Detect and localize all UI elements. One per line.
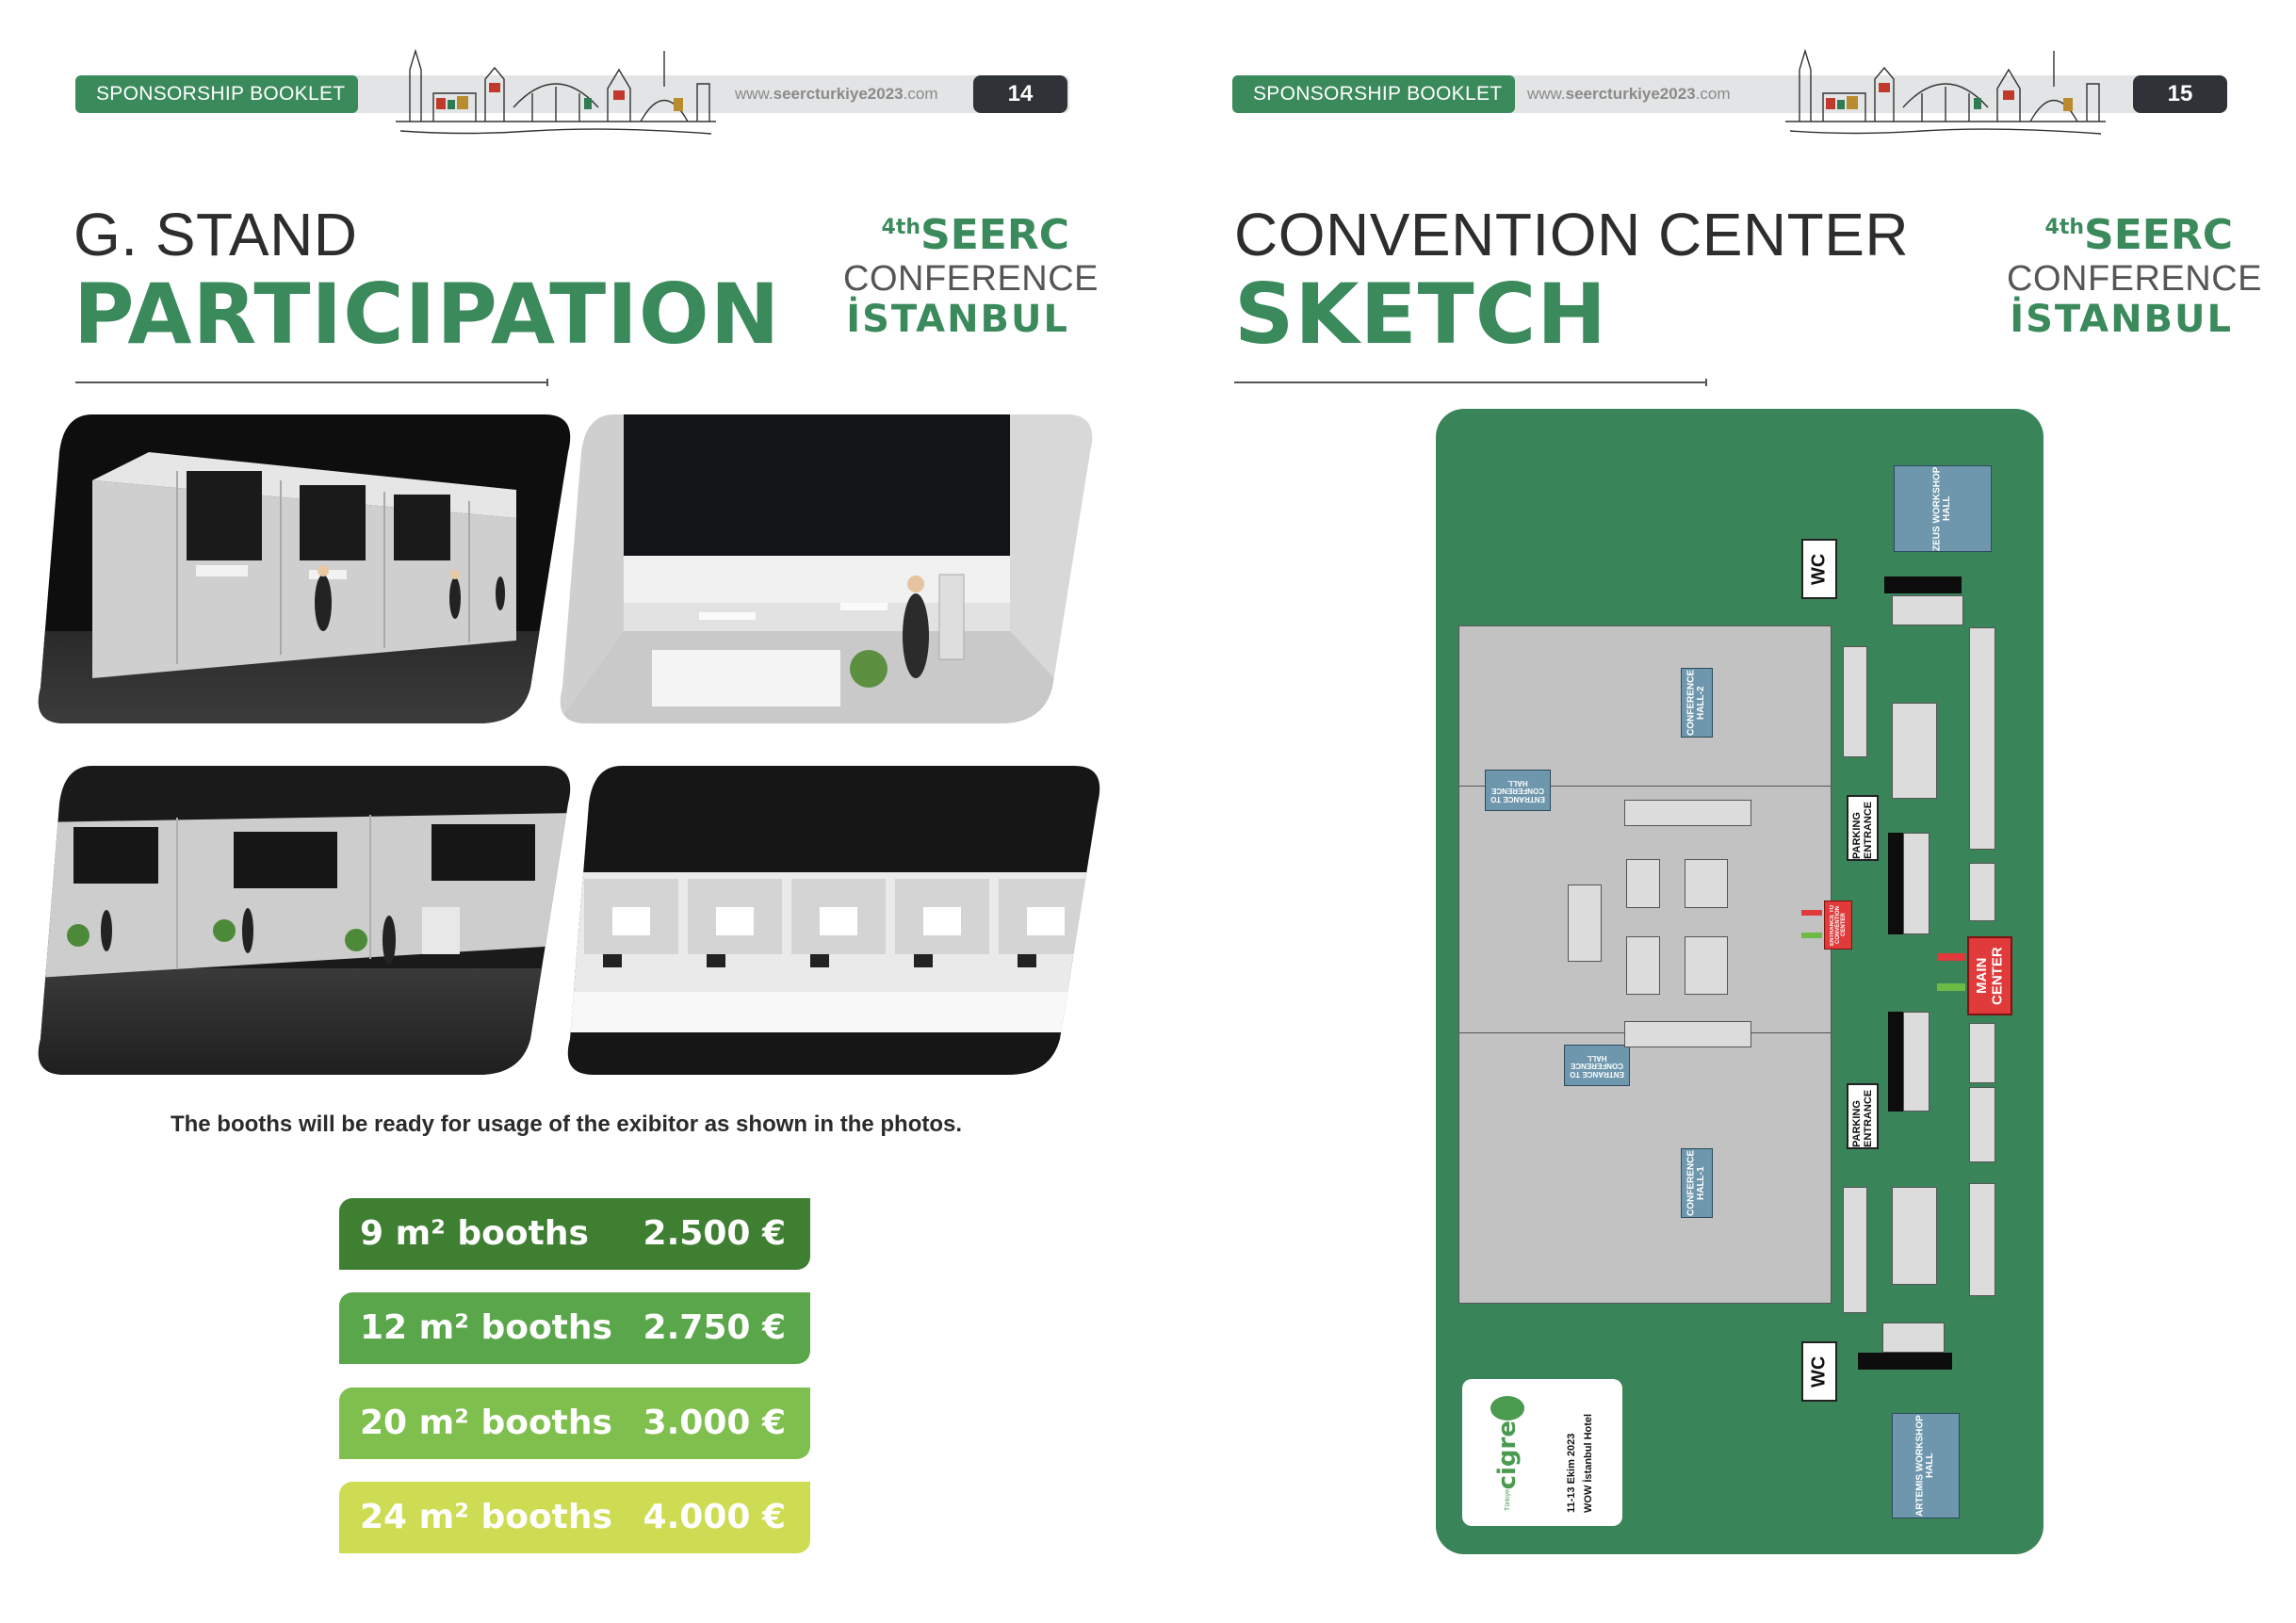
title-divider [75,379,548,386]
page-number: 15 [2133,75,2227,113]
event-date: 11-13 Ekim 2023 [1566,1433,1577,1513]
section-title-line2: PARTICIPATION [73,266,781,363]
title-divider [1234,379,1707,386]
leaf-icon [1490,1396,1524,1420]
artemis-workshop-hall: ARTEMIS WORKSHOP HALL [1892,1413,1960,1518]
section-title-line1: G. STAND [73,201,358,268]
section-title-line2: SKETCH [1234,266,1607,363]
booth-block [1892,1187,1937,1285]
event-venue: WOW İstanbul Hotel [1583,1413,1594,1513]
booth-photo-2 [558,414,1097,723]
conference-hall-1-label: CONFERENCE HALL-1 [1681,1148,1713,1218]
booth-row-bottom [1624,1021,1751,1047]
istanbul-skyline-illustration [396,48,716,135]
conference-hall-2-label: CONFERENCE HALL-2 [1681,668,1713,738]
foyer-table [1626,859,1660,908]
page-number: 14 [973,75,1067,113]
booth-row-top [1624,800,1751,826]
istanbul-skyline-illustration [1785,48,2106,135]
booklet-label: SPONSORSHIP BOOKLET [1232,75,1515,113]
booth-column [1969,863,1995,921]
right-page: SPONSORSHIP BOOKLET www.seercturkiye2023… [1148,0,2295,1623]
booth-pair [1882,1323,1945,1353]
foyer-table [1685,859,1728,908]
website-url[interactable]: www.seercturkiye2023.com [735,85,938,103]
booth-column [1843,1187,1867,1313]
seerc-logo: 4thSEERC CONFERENCE İSTANBUL [2007,211,2263,341]
wc-bottom-sign: WC [1801,1341,1837,1402]
stand-black [1884,576,1962,593]
booth-column [1969,1023,1995,1083]
red-arrow-icon [1801,910,1822,916]
red-arrow-icon [1937,953,1965,961]
foyer-table [1626,936,1660,995]
booth-photo-1 [36,414,573,723]
booth-column [1843,646,1867,757]
booth-column [1969,627,1995,850]
parking-entrance-top: PARKING ENTRANCE [1847,795,1879,861]
booth-column [1903,833,1930,934]
section-title-line1: CONVENTION CENTER [1234,201,1910,268]
wc-top-sign: WC [1801,539,1837,599]
green-arrow-icon [1801,933,1822,938]
foyer-table [1685,936,1728,995]
booth-block [1892,703,1937,799]
booth-column [1969,1087,1995,1162]
booth-pair [1892,595,1963,625]
stand-black [1858,1353,1952,1370]
stand-black [1888,1012,1903,1112]
conference-hall-1-area [1458,1032,1832,1304]
convention-center-map: CONFERENCE HALL-2 CONFERENCE HALL-1 ENTR… [1436,409,2044,1554]
main-center: MAIN CENTER [1967,936,2012,1015]
booth-photo-3 [36,766,575,1075]
website-url[interactable]: www.seercturkiye2023.com [1527,85,1731,103]
event-card: cigre Türkiye 11-13 Ekim 2023 WOW İstanb… [1462,1379,1622,1526]
entrance-conference-hall-2-label: ENTRANCE TO CONFERENCE HALL [1485,770,1551,811]
seerc-logo: 4thSEERC CONFERENCE İSTANBUL [843,211,1099,341]
entrance-conference-hall-1-label: ENTRANCE TO CONFERENCE HALL [1564,1045,1630,1086]
parking-entrance-bottom: PARKING ENTRANCE [1847,1083,1879,1149]
foyer-table [1568,885,1602,962]
booth-column [1903,1012,1930,1112]
booths-note: The booths will be ready for usage of th… [170,1112,963,1137]
left-page: SPONSORSHIP BOOKLET www.seercturkiye2023… [36,48,1104,1553]
booth-column [1969,1183,1995,1296]
booklet-label: SPONSORSHIP BOOKLET [75,75,358,113]
booth-photo-4 [565,766,1104,1075]
entrance-convention-center: ENTRANCE TO CONVENTION CENTER [1824,901,1852,949]
green-arrow-icon [1937,983,1965,991]
zeus-workshop-hall: ZEUS WORKSHOP HALL [1894,465,1992,552]
conference-hall-2-area [1458,625,1832,787]
stand-black [1888,833,1903,934]
cigre-logo: cigre Türkiye [1481,1396,1534,1511]
